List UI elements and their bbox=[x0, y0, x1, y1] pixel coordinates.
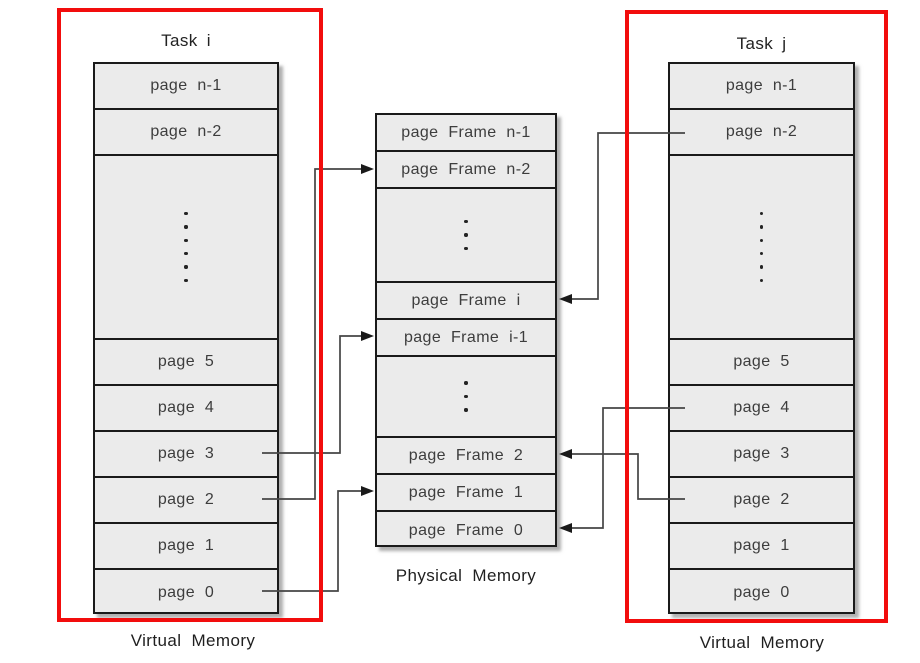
cell-taski-page-1: page 1 bbox=[95, 524, 277, 570]
arrowhead-taskj-page4-to-frame-0 bbox=[559, 523, 572, 533]
task-j-caption: Virtual Memory bbox=[699, 633, 825, 652]
taski-vertical-ellipsis bbox=[95, 156, 277, 340]
task-i-title: Task i bbox=[161, 31, 211, 50]
cell-frame-i-1: page Frame i-1 bbox=[377, 320, 555, 357]
cell-taskj-page-3: page 3 bbox=[670, 432, 853, 478]
task-i-virtual-memory-column: page n-1 page n-2 page 5 page 4 page 3 p… bbox=[93, 62, 279, 614]
cell-frame-0: page Frame 0 bbox=[408, 521, 524, 539]
cell-taski-page-4: page 4 bbox=[95, 386, 277, 432]
cell-taskj-page-4: page 4 bbox=[670, 386, 853, 432]
cell-taskj-page-n-1: page n-1 bbox=[670, 64, 853, 110]
cell-taski-page-0: page 0 bbox=[157, 584, 215, 601]
cell-frame-2: page Frame 2 bbox=[377, 438, 555, 475]
arrowhead-taskj-page-n-2-to-frame-i bbox=[559, 294, 572, 304]
cell-taski-page-n-1: page n-1 bbox=[95, 64, 277, 110]
cell-taski-page-n-2: page n-2 bbox=[95, 110, 277, 156]
physical-memory-caption: Physical Memory bbox=[395, 566, 537, 585]
taskj-vertical-ellipsis bbox=[670, 156, 853, 340]
cell-taski-page-3: page 3 bbox=[95, 432, 277, 478]
cell-taski-page-2: page 2 bbox=[95, 478, 277, 524]
cell-frame-n-2: page Frame n-2 bbox=[377, 152, 555, 189]
physical-vertical-ellipsis-lower bbox=[377, 357, 555, 438]
cell-taskj-page-n-2: page n-2 bbox=[670, 110, 853, 156]
arrowhead-taski-page0-to-frame-1 bbox=[361, 486, 374, 496]
cell-taskj-page-2: page 2 bbox=[670, 478, 853, 524]
cell-taskj-page-5: page 5 bbox=[670, 340, 853, 386]
arrowhead-taskj-page2-to-frame-2 bbox=[559, 449, 572, 459]
task-j-title: Task j bbox=[736, 34, 787, 53]
cell-frame-i: page Frame i bbox=[377, 283, 555, 320]
cell-taskj-page-0: page 0 bbox=[733, 584, 790, 601]
arrowhead-taski-page3-to-frame-i-1 bbox=[361, 331, 374, 341]
physical-vertical-ellipsis-upper bbox=[377, 189, 555, 283]
cell-frame-n-1: page Frame n-1 bbox=[377, 115, 555, 152]
task-j-virtual-memory-column: page n-1 page n-2 page 5 page 4 page 3 p… bbox=[668, 62, 855, 614]
cell-frame-1: page Frame 1 bbox=[377, 475, 555, 512]
cell-taski-page-5: page 5 bbox=[95, 340, 277, 386]
physical-memory-column: page Frame n-1 page Frame n-2 page Frame… bbox=[375, 113, 557, 547]
cell-taskj-page-1: page 1 bbox=[670, 524, 853, 570]
arrowhead-taski-page2-to-frame-n-2 bbox=[361, 164, 374, 174]
task-i-caption: Virtual Memory bbox=[130, 631, 256, 650]
